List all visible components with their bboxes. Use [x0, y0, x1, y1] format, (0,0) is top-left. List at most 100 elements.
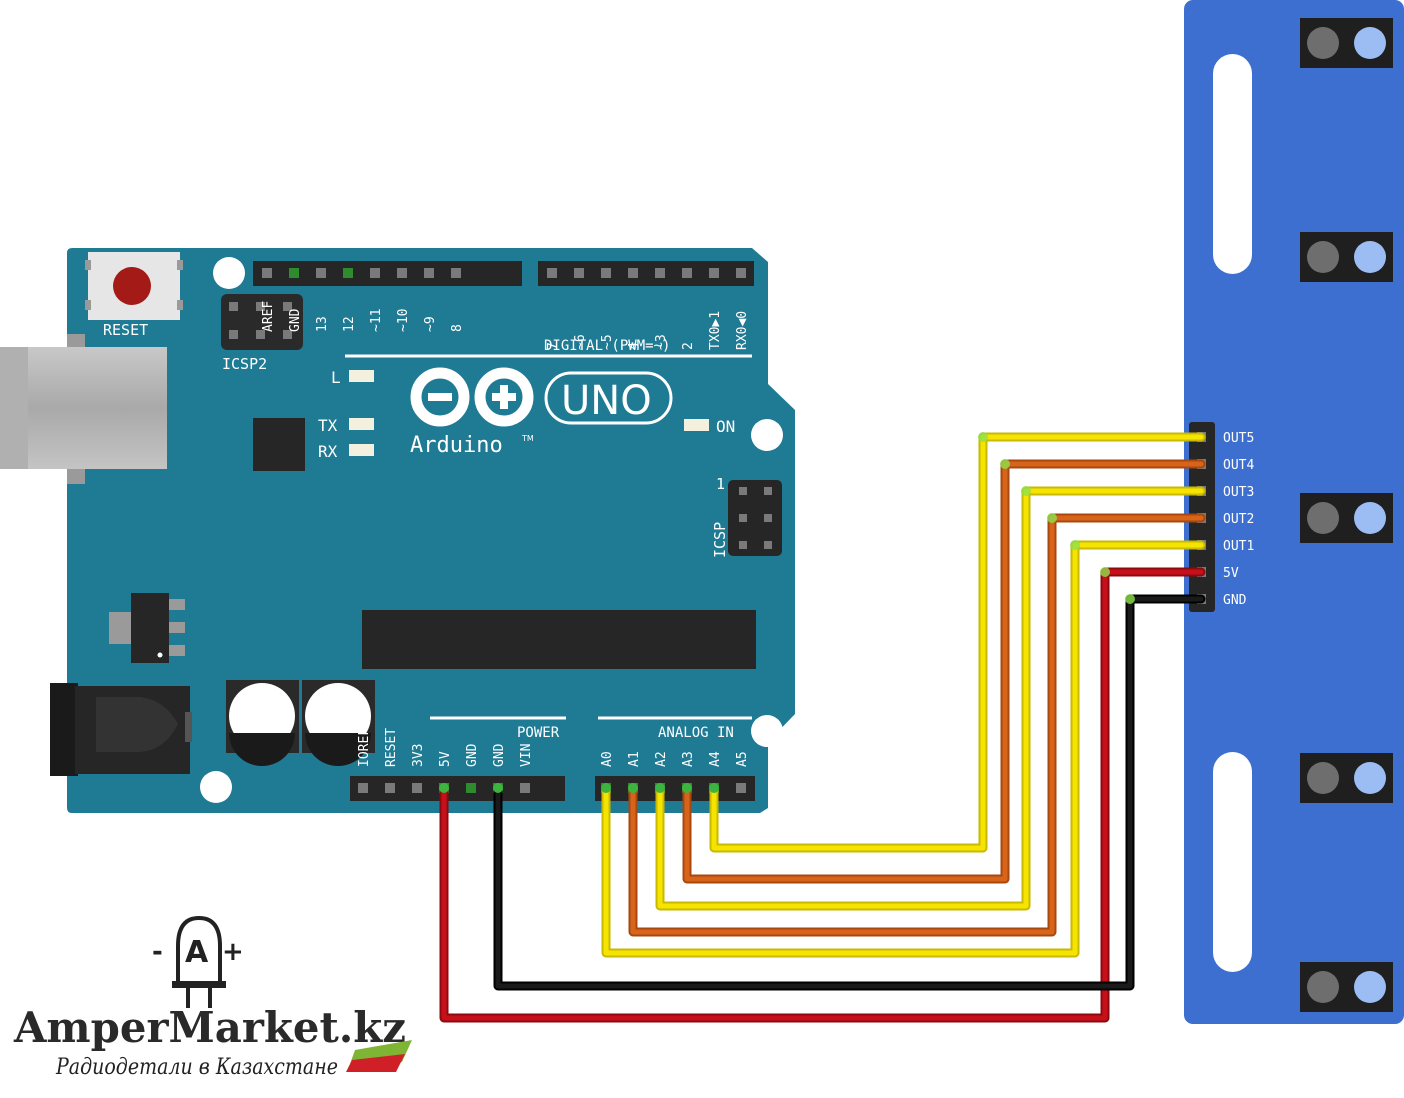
wire-a0-to-out1 — [603, 542, 1204, 956]
digital-pin — [709, 268, 719, 278]
led-on — [684, 419, 709, 431]
voltage-regulator — [109, 593, 185, 663]
led-rx — [349, 444, 374, 456]
digital-pin — [397, 268, 407, 278]
digital-pin — [736, 268, 746, 278]
power-pin — [520, 783, 530, 793]
capacitor — [302, 680, 375, 766]
power-pin — [466, 783, 476, 793]
power-header — [350, 776, 565, 801]
wire-a2-to-out3 — [657, 488, 1204, 909]
logo-name: Arduino — [410, 433, 503, 458]
ir-emitter — [1354, 27, 1386, 59]
arduino-logo — [410, 367, 673, 427]
ampermarket-logo: A - + AmperMarket.kz Радиодетали в Казах… — [13, 915, 412, 1080]
logo-plus: + — [222, 937, 244, 967]
digital-pin-label: TX0▶1 — [708, 311, 723, 350]
digital-pin — [343, 268, 353, 278]
digital-pin-label: ~3 — [654, 334, 669, 350]
ir-receiver — [1307, 27, 1339, 59]
digital-pin — [424, 268, 434, 278]
icsp-header — [728, 480, 782, 556]
analog-pin-label: A3 — [681, 751, 696, 767]
sensor-pin-label: OUT5 — [1223, 431, 1254, 446]
power-pin-label: GND — [492, 743, 507, 767]
digital-pin-label: 13 — [315, 316, 330, 332]
digital-pin — [601, 268, 611, 278]
digital-pin-label: 2 — [681, 342, 696, 350]
ir-receiver — [1307, 971, 1339, 1003]
digital-pin — [451, 268, 461, 278]
wire-5v-to-5v — [441, 569, 1204, 1021]
wire-end — [1125, 594, 1135, 604]
power-pin-label: IOREF — [357, 728, 372, 767]
analog-pin — [736, 783, 746, 793]
logo-tm: TM — [521, 434, 534, 443]
mount-hole — [751, 419, 783, 451]
wire-end — [682, 783, 692, 793]
wire-a4-to-out5 — [711, 434, 1204, 851]
digital-pin-label: RX0◀0 — [735, 311, 750, 350]
digital-header-right — [538, 261, 754, 286]
digital-pin-label: GND — [288, 308, 303, 332]
analog-pin-label: A5 — [735, 751, 750, 767]
wire-end — [1070, 540, 1080, 550]
brand-flag-stripe — [346, 1054, 405, 1072]
icsp-label: ICSP — [711, 522, 729, 558]
led-icon — [172, 915, 226, 1008]
sensor-pin-label: OUT4 — [1223, 458, 1254, 473]
microcontroller — [362, 610, 756, 669]
led-rx-label: RX — [318, 442, 338, 461]
digital-pin — [628, 268, 638, 278]
power-pin-label: GND — [465, 743, 480, 767]
analog-pin-label: A2 — [654, 751, 669, 767]
mount-hole — [213, 257, 245, 289]
sensor-pin-label: OUT1 — [1223, 539, 1254, 554]
digital-pin-label: ~9 — [423, 316, 438, 332]
wire-end — [978, 432, 988, 442]
usb-chip — [253, 418, 305, 471]
power-pin-label: 3V3 — [411, 744, 426, 767]
digital-caption: DIGITAL (PWM=~) — [544, 338, 670, 354]
led-on-label: ON — [716, 417, 735, 436]
capacitor — [226, 680, 299, 766]
dc-power-jack — [50, 683, 192, 776]
sensor-pin-label: OUT3 — [1223, 485, 1254, 500]
digital-pin — [289, 268, 299, 278]
ir-emitter — [1354, 502, 1386, 534]
power-pin — [385, 783, 395, 793]
digital-pin — [682, 268, 692, 278]
digital-pin-label: AREF — [261, 301, 276, 332]
board-pcb — [67, 248, 795, 813]
wire-end — [655, 783, 665, 793]
wire-gnd-to-gnd — [495, 596, 1204, 989]
led-tx — [349, 418, 374, 430]
logo-minus: - — [152, 937, 163, 967]
wire-end — [709, 783, 719, 793]
wire-end — [628, 783, 638, 793]
wire-end — [1100, 567, 1110, 577]
digital-pin-label: 8 — [450, 324, 465, 332]
sensor-slot — [1213, 752, 1252, 972]
sensor-pin-label: OUT2 — [1223, 512, 1254, 527]
brand-name: AmperMarket.kz — [13, 1003, 406, 1052]
wire-end — [1000, 459, 1010, 469]
wire-end — [1047, 513, 1057, 523]
sensor-pin-label: 5V — [1223, 566, 1239, 581]
digital-pin-label: ~11 — [369, 309, 384, 332]
digital-pin-label: ~5 — [600, 334, 615, 350]
analog-pin-label: A0 — [600, 751, 615, 767]
ir-receiver — [1307, 502, 1339, 534]
reset-label: RESET — [103, 321, 148, 339]
digital-pin — [370, 268, 380, 278]
digital-pin-label: ~10 — [396, 309, 411, 332]
analog-pin-label: A4 — [708, 751, 723, 767]
reset-button[interactable] — [85, 252, 183, 320]
wire-end — [601, 783, 611, 793]
digital-pin — [262, 268, 272, 278]
power-pin-label: 5V — [438, 751, 453, 767]
power-pin — [412, 783, 422, 793]
power-pin — [358, 783, 368, 793]
